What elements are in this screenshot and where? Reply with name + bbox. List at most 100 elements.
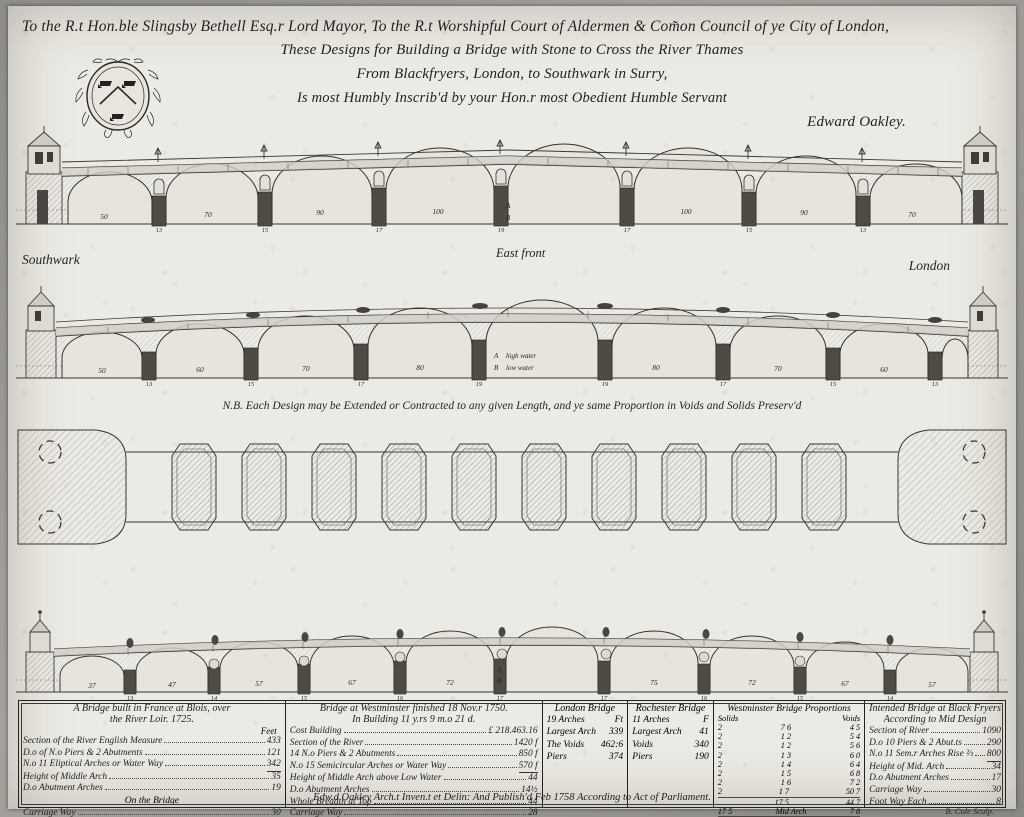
row-value: 374 [608,751,624,763]
leader-dots [443,779,527,781]
leader-dots [165,765,265,767]
svg-text:14: 14 [211,695,218,702]
dedication-line-2: These Designs for Building a Bridge with… [280,42,744,58]
row-label: Largest Arch [632,726,682,738]
row-label: Voids [632,738,653,750]
svg-text:50: 50 [98,366,106,375]
svg-text:70: 70 [302,364,310,373]
svg-text:37: 37 [87,681,96,690]
blackfriars-title-1: Intended Bridge at Black Fryers [869,703,1001,714]
svg-text:57: 57 [928,680,936,689]
blois-unit-header: Feet [260,725,277,736]
row-value: 44 [528,773,538,784]
row-label: Section of River [869,725,930,736]
table-blackfriars: Intended Bridge at Black Fryers Accordin… [865,701,1005,807]
row-label: The Voids [546,738,585,750]
svg-text:15: 15 [746,227,752,234]
elevation-east-front: 50 70 90 100 100 90 70 13 15 17 19 17 15… [8,124,1016,246]
svg-text:13: 13 [146,381,152,388]
row-value: 121 [266,747,281,758]
svg-text:67: 67 [841,679,849,688]
imprint-line: Edw.d Oakley Arch.t Inven.t et Delin: An… [313,792,711,803]
svg-text:17: 17 [497,695,504,702]
svg-text:14: 14 [887,695,894,702]
row-label: N.o 11 Sem.r Arches Rise ⅔ [869,749,974,760]
svg-text:19: 19 [476,381,483,388]
leader-dots [77,813,270,815]
svg-text:15: 15 [830,381,836,388]
dedication-line-3: From Blackfryers, London, to Southwark i… [356,66,668,82]
leader-dots [109,777,270,779]
leader-dots [931,731,981,733]
svg-text:72: 72 [748,678,756,687]
leader-dots [928,802,995,804]
nb-note: N.B. Each Design may be Extended or Cont… [222,400,802,412]
row-value: 41 [699,726,709,738]
plan-view [8,424,1016,549]
proportions-col-voids: Voids [841,714,861,723]
row-label: D.o Abutment Arches [23,783,103,794]
row-value: 1090 [982,725,1001,736]
row-value: 17 [991,773,1001,784]
row-label: N.o 11 Eliptical Arches or Water Way [23,759,164,770]
svg-text:A: A [505,202,511,210]
svg-text:72: 72 [446,678,454,687]
row-label: Whole Breadth at Top [289,796,372,807]
svg-text:70: 70 [908,210,916,219]
low-water-mark: B [494,364,499,372]
london-bridge-title: London Bridge [554,703,616,714]
table-row: Section of the River 1420 f [290,738,538,750]
svg-text:17: 17 [376,227,383,234]
table-westminster-proportions: Westminster Bridge Proportions Solids Vo… [714,701,866,817]
label-london: London [908,258,950,273]
water-level-labels: A high water B low water [493,352,536,372]
row-value: 340 [694,738,709,750]
westminster-title-2: In Building 11 y.rs 9 m.o 21 d. [352,714,476,726]
leader-dots [397,755,517,757]
row-label: Section of the River [289,737,364,748]
svg-text:17: 17 [720,381,727,388]
svg-text:90: 90 [800,208,808,217]
engraver-credit: B. Cole Sculp. [945,806,994,816]
svg-text:19: 19 [498,227,505,234]
proportions-title: Westminster Bridge Proportions [727,703,851,714]
svg-text:15: 15 [301,695,307,702]
svg-text:15: 15 [797,695,803,702]
dedication-block: To the R.t Hon.ble Slingsby Bethell Esq.… [8,14,1016,130]
row-value: 1420 f [513,737,538,748]
label-southwark: Southwark [22,252,80,267]
low-water-label: low water [506,364,534,372]
row-label: Section of the River English Measure [23,735,163,746]
row-value: 290 [986,737,1001,748]
svg-text:90: 90 [316,208,324,217]
svg-text:70: 70 [774,364,782,373]
row-label: N.o 15 Semicircular Arches or Water Way [289,760,447,771]
westminster-rows: Cost Building£ 218.463.16 Section of the… [290,726,538,817]
row-value: 35 [271,771,281,782]
svg-text:17: 17 [601,695,608,702]
table-blois: A Bridge built in France at Blois, over … [19,701,286,817]
